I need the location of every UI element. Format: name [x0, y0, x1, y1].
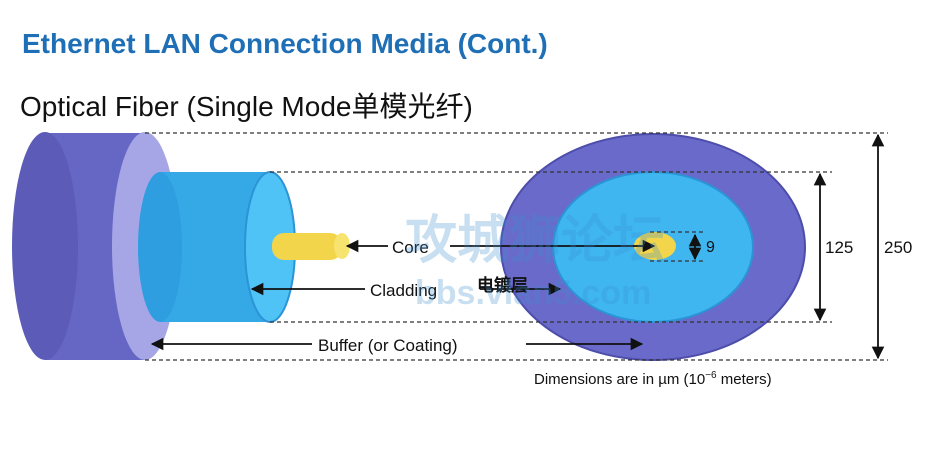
buffer-label: Buffer (or Coating): [318, 336, 458, 355]
dimension-cladding-value: 125: [825, 238, 853, 257]
footnote-suffix: meters): [717, 371, 772, 388]
dimension-guides: [145, 132, 888, 361]
core-label: Core: [392, 238, 429, 257]
page-title: Ethernet LAN Connection Media (Cont.): [22, 28, 548, 59]
watermark: 攻城狮论坛 bbs.vlan5.com: [405, 212, 665, 312]
fiber-side-view: [12, 132, 350, 360]
dimension-buffer-value: 250: [884, 238, 912, 257]
dimensions-footnote: Dimensions are in µm (10−6 meters): [534, 370, 772, 388]
core-rod-end: [334, 233, 350, 259]
cladding-label: Cladding: [370, 281, 437, 300]
dimension-core-value: 9: [706, 239, 715, 256]
footnote-prefix: Dimensions are in µm (10: [534, 371, 705, 388]
dimension-arrows: [688, 133, 885, 360]
page-subtitle: Optical Fiber (Single Mode单模光纤): [20, 91, 473, 122]
cladding-annotation: 电镀层: [477, 275, 528, 295]
watermark-url: bbs.vlan5.com: [415, 274, 651, 312]
cladding-cylinder-body: [160, 172, 270, 322]
watermark-chinese: 攻城狮论坛: [405, 212, 665, 270]
core-rod: [272, 233, 342, 260]
buffer-cylinder-back-edge: [12, 132, 78, 360]
label-leaders: [150, 239, 656, 351]
cladding-cylinder-back-edge: [138, 172, 182, 322]
footnote-exponent: −6: [705, 370, 717, 381]
